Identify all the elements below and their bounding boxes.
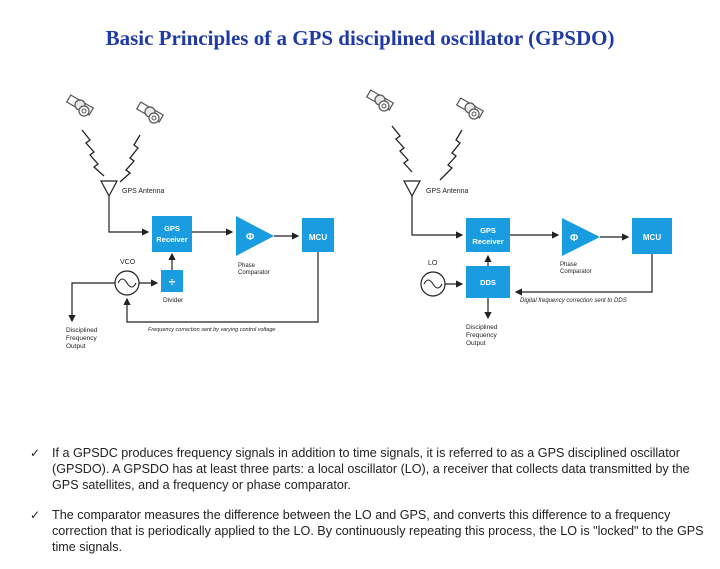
- mcu-block: [632, 218, 672, 254]
- satellite-icon: [365, 89, 395, 112]
- divider-block: [161, 270, 183, 292]
- phase-comparator-triangle: [236, 216, 274, 256]
- output-label: Frequency: [466, 332, 497, 339]
- bullet-text: The comparator measures the difference b…: [52, 508, 704, 554]
- output-label: Frequency: [66, 335, 97, 342]
- check-icon: ✓: [30, 446, 41, 460]
- bullet-item: ✓ If a GPSDC produces frequency signals …: [30, 445, 710, 493]
- phase-comparator-triangle: [562, 218, 600, 256]
- output-label: Output: [66, 343, 86, 350]
- right-diagram: GPS Antenna GPS Receiver Φ Phase Compara…: [365, 89, 672, 347]
- satellite-icon: [135, 101, 165, 124]
- divider-symbol: ÷: [169, 275, 176, 289]
- vco-label: VCO: [120, 259, 136, 266]
- receiver-label: Receiver: [472, 237, 503, 246]
- signal-zigzag: [81, 129, 105, 177]
- correction-note: Frequency correction sent by varying con…: [148, 327, 275, 333]
- gps-receiver-block: [152, 216, 192, 252]
- satellite-icon: [65, 94, 95, 117]
- signal-zigzag: [439, 129, 463, 181]
- phi-symbol: Φ: [246, 232, 254, 243]
- phase-comparator-label: Phase: [560, 262, 578, 268]
- bullet-item: ✓ The comparator measures the difference…: [30, 507, 710, 555]
- output-label: Disciplined: [66, 327, 98, 334]
- phase-comparator-label: Comparator: [238, 270, 270, 276]
- gps-receiver-block: [466, 218, 510, 252]
- output-label: Output: [466, 340, 486, 347]
- check-icon: ✓: [30, 508, 41, 522]
- antenna-icon: [100, 180, 118, 198]
- dds-label: DDS: [480, 278, 496, 287]
- phase-comparator-label: Phase: [238, 263, 256, 269]
- mcu-label: MCU: [643, 233, 661, 242]
- receiver-label: GPS: [164, 224, 180, 233]
- output-label: Disciplined: [466, 324, 498, 331]
- signal-zigzag: [119, 134, 141, 183]
- lo-label: LO: [428, 260, 438, 267]
- satellite-icon: [455, 97, 485, 120]
- dds-block: [466, 266, 510, 298]
- receiver-label: GPS: [480, 226, 496, 235]
- receiver-label: Receiver: [156, 235, 187, 244]
- bullet-text: If a GPSDC produces frequency signals in…: [52, 446, 690, 492]
- page-title: Basic Principles of a GPS disciplined os…: [105, 26, 615, 50]
- gpsdo-diagrams: GPS Antenna GPS Receiver Φ Phase Compara…: [65, 89, 672, 350]
- left-diagram: GPS Antenna GPS Receiver Φ Phase Compara…: [65, 94, 334, 350]
- correction-note: Digital frequency correction sent to DDS: [520, 298, 627, 304]
- antenna-icon: [403, 180, 421, 198]
- mcu-label: MCU: [309, 233, 327, 242]
- mcu-block: [302, 218, 334, 252]
- phi-symbol: Φ: [570, 233, 578, 244]
- phase-comparator-label: Comparator: [560, 269, 592, 275]
- bullet-list: ✓ If a GPSDC produces frequency signals …: [30, 445, 710, 569]
- antenna-label: GPS Antenna: [122, 188, 165, 195]
- divider-label: Divider: [163, 297, 184, 304]
- signal-zigzag: [391, 125, 413, 173]
- antenna-label: GPS Antenna: [426, 188, 469, 195]
